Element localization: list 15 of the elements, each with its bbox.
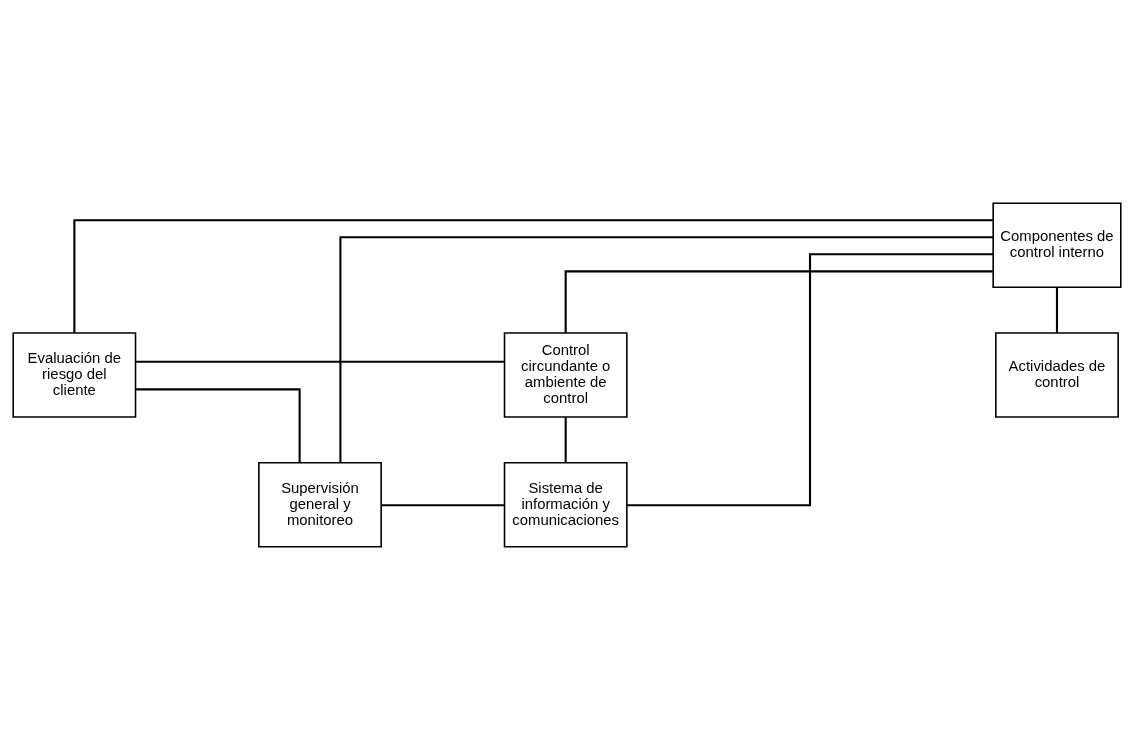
node-box: Sistema de información y comunicaciones bbox=[503, 461, 628, 548]
connector bbox=[627, 252, 994, 506]
connector bbox=[73, 218, 993, 333]
connector bbox=[564, 416, 567, 462]
node-box: Evaluación de riesgo del cliente bbox=[12, 331, 137, 418]
node-box: Componentes de control interno bbox=[992, 201, 1122, 288]
connector bbox=[339, 235, 994, 463]
connector bbox=[135, 387, 301, 462]
node-box: Actividades de control bbox=[995, 331, 1119, 418]
connector bbox=[1055, 286, 1059, 333]
connector bbox=[564, 269, 993, 333]
node-box: Supervisión general y monitoreo bbox=[258, 461, 382, 548]
connector bbox=[135, 360, 505, 363]
connector bbox=[381, 503, 505, 506]
node-box: Control circundante o ambiente de control bbox=[503, 331, 628, 418]
